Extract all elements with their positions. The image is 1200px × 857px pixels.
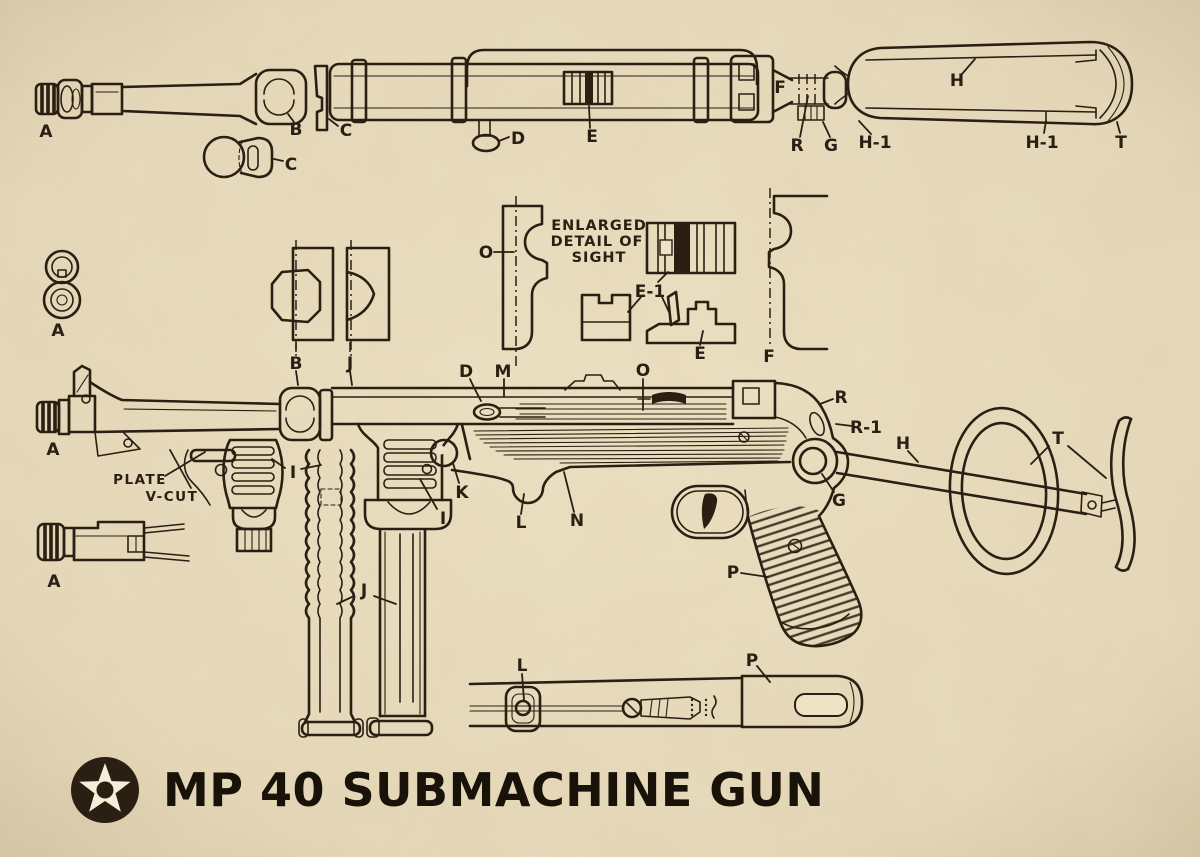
magazine-whole [366, 528, 434, 738]
note-plate: PLATE [113, 472, 167, 488]
callout-bottom-deflector: L [517, 656, 528, 676]
callout-sec-magazine: J [346, 354, 353, 374]
callout-main-magazines: J [360, 581, 367, 601]
callout-sight-detail: E-1 [635, 282, 666, 302]
callout-top-rest-hook: C [340, 121, 352, 141]
front-rest-assembly [183, 438, 284, 553]
callout-top-latch: R [790, 136, 803, 156]
callout-main-bolt-handle: D [459, 362, 473, 382]
receiver-tube-part [328, 48, 760, 153]
callout-top-end-cap: F [774, 78, 786, 98]
poster-title: MP 40 SUBMACHINE GUN [163, 763, 824, 817]
callout-main-forend: N [570, 511, 584, 531]
callout-main-grip: P [727, 563, 739, 583]
callout-top-rail-right: H-1 [1025, 133, 1058, 153]
callout-main-rear-sight: O [636, 361, 650, 381]
callout-sec-receiver: O [479, 243, 493, 263]
callout-main-pivot-nut: G [832, 491, 846, 511]
callout-main-cocking-slot: M [495, 362, 512, 382]
cross-sections [42, 188, 829, 366]
muzzle-nut-part [34, 78, 94, 120]
callout-top-stock-frame: H [950, 71, 964, 91]
assembled-side-view [35, 342, 1136, 648]
callout-sec-end-cap: F [763, 347, 775, 367]
callout-main-muzzle-nut: A [46, 440, 60, 460]
receiver-assembly [278, 374, 750, 443]
top-view-leaders [273, 58, 1121, 162]
callout-bottom-grip: P [746, 651, 758, 671]
sight-detail-group [580, 221, 737, 346]
end-cap-section [767, 188, 829, 351]
sight-note-line3: SIGHT [572, 250, 627, 266]
exploded-top-view [34, 40, 1134, 179]
receiver-section [493, 196, 549, 366]
callout-mid-sling-rings: A [51, 321, 65, 341]
callout-main-mag-housing: I [440, 509, 446, 529]
callout-main-mag-catch: K [455, 483, 469, 503]
callout-top-butt-plate: T [1115, 133, 1127, 153]
forend-assembly [450, 423, 792, 505]
callout-top-barrel-nut: B [290, 120, 303, 140]
magazine-housing-assembly [356, 422, 460, 531]
barrel-part [90, 64, 329, 132]
callout-top-muzzle-nut: A [39, 122, 53, 142]
callout-top-rail-left: H-1 [858, 133, 891, 153]
resting-bar-part [202, 135, 274, 179]
bolt-assembly [36, 520, 190, 562]
barrel-nut-section [270, 240, 335, 356]
callout-labels: A B C C D E F R G H-1 H H-1 T A O E-1 E … [39, 71, 1127, 676]
callout-top-latch-nut: G [824, 136, 838, 156]
note-v-cut: V-CUT [146, 489, 199, 505]
stock-frame-part [834, 40, 1134, 126]
sling-rings-part [42, 249, 82, 320]
magazines-group [298, 448, 434, 738]
callout-main-latch-slot: R-1 [850, 418, 882, 438]
callout-main-deflector: L [516, 513, 527, 533]
star-roundel-icon [71, 757, 139, 823]
callout-main-frame-latch: R [834, 388, 847, 408]
callout-main-butt-plate: T [1052, 429, 1064, 449]
end-cap-part [729, 54, 848, 124]
callout-top-rest-bar: C [285, 155, 297, 175]
bottom-view [468, 665, 864, 733]
sight-note-line1: ENLARGED [551, 218, 647, 234]
callout-sec-barrel-nut: B [290, 354, 303, 374]
front-sight-assembly [35, 364, 282, 457]
screw-dots [690, 698, 708, 717]
callout-main-stock-bar: H [896, 434, 910, 454]
callout-top-bolt-handle: D [511, 129, 525, 149]
callout-top-sight: E [586, 127, 598, 147]
magazine-section [345, 240, 391, 356]
magazine-cutaway [298, 448, 364, 738]
title-block: MP 40 SUBMACHINE GUN [71, 757, 824, 823]
callout-main-bolt: A [47, 572, 61, 592]
callout-sight-base: E [694, 344, 706, 364]
callout-main-handguard: I [290, 463, 296, 483]
sight-note-line2: DETAIL OF [551, 234, 644, 250]
stock-extended-assembly [835, 406, 1136, 576]
forend-wood-hatching [473, 427, 789, 464]
main-view-leaders [164, 342, 1107, 605]
